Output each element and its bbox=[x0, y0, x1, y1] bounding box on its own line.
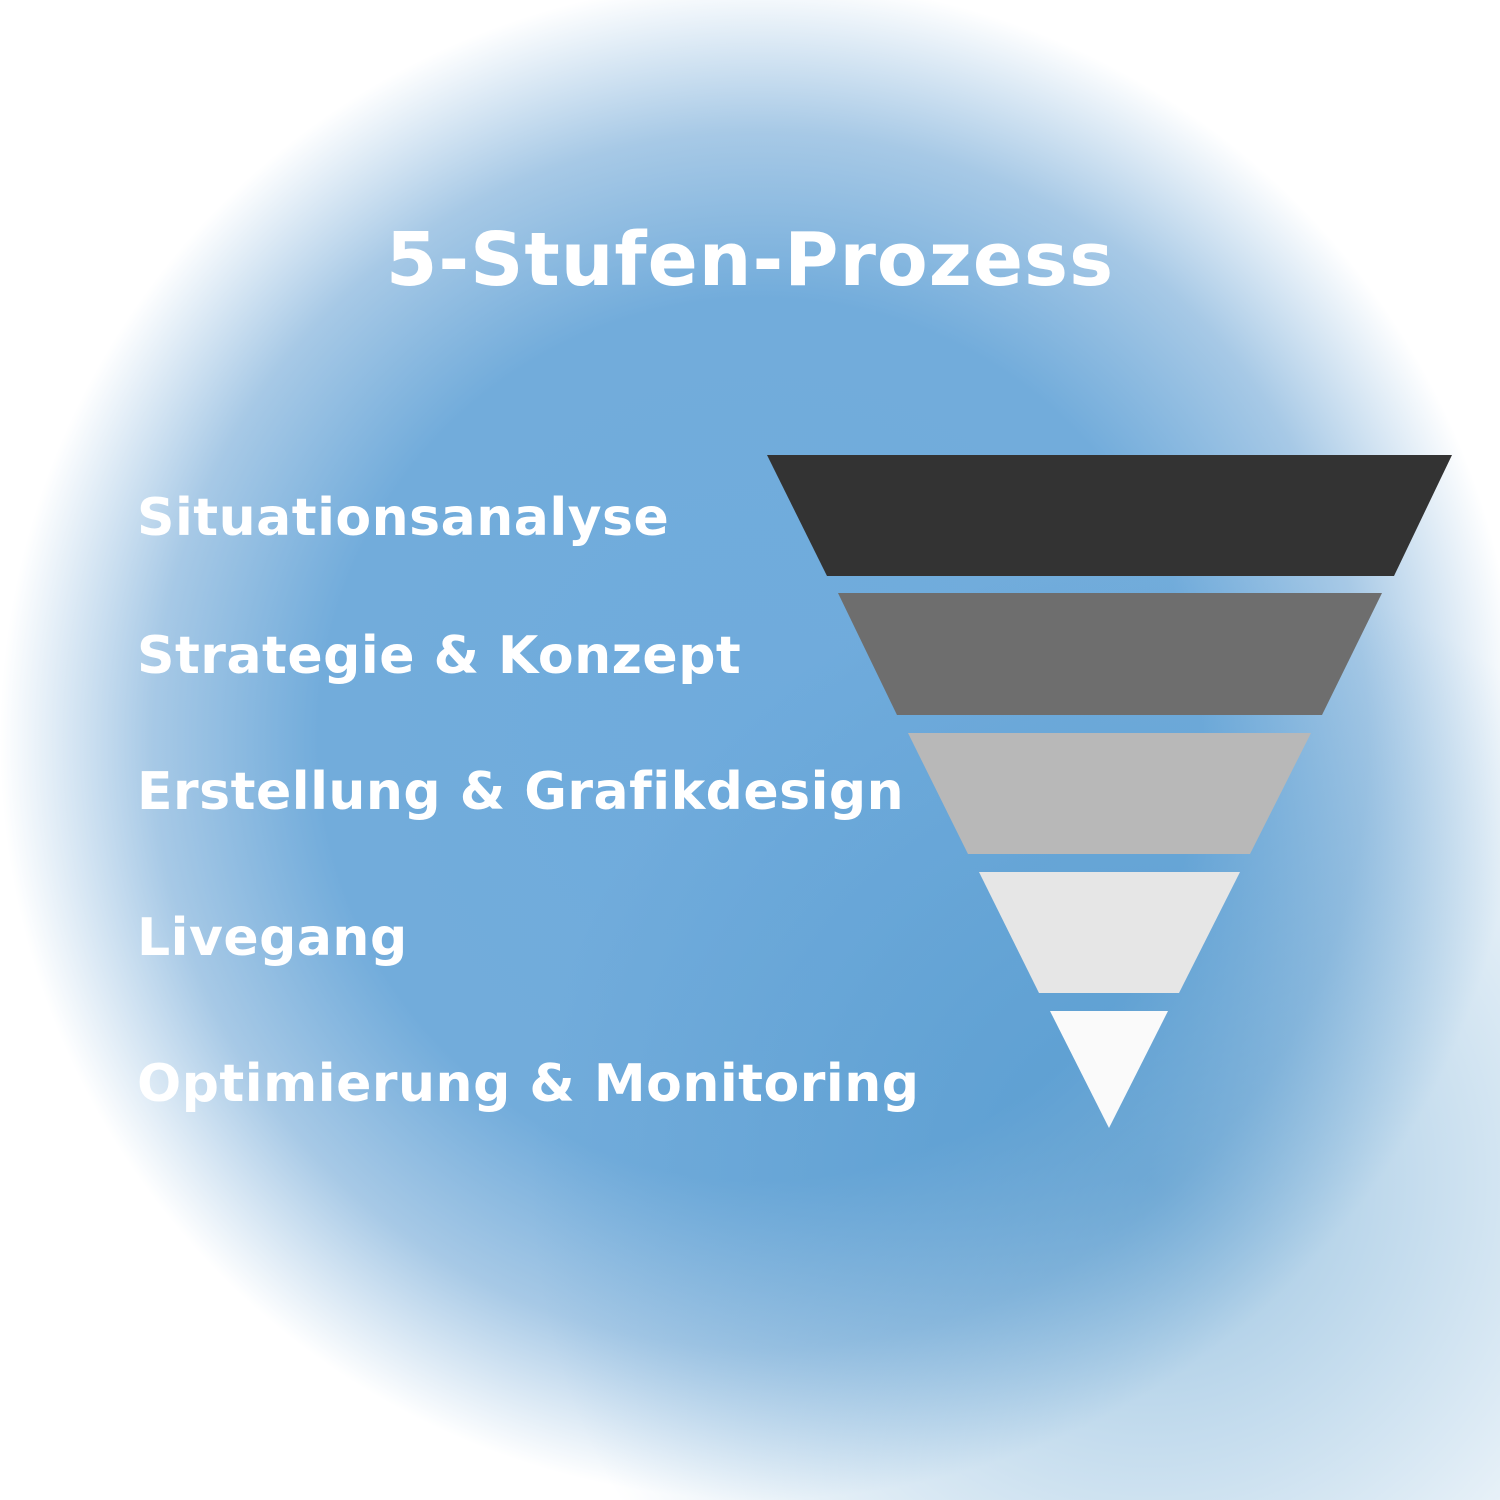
stage-labels: Situationsanalyse Strategie & Konzept Er… bbox=[137, 0, 957, 1500]
funnel-stage-2 bbox=[838, 593, 1382, 715]
stage-label-2: Strategie & Konzept bbox=[137, 626, 742, 686]
funnel-stage-3 bbox=[908, 733, 1311, 854]
stage-label-3: Erstellung & Grafikdesign bbox=[137, 762, 905, 822]
stage-label-5: Optimierung & Monitoring bbox=[137, 1054, 920, 1114]
stage-label-4: Livegang bbox=[137, 908, 408, 968]
diagram-title: 5-Stufen-Prozess bbox=[385, 217, 1115, 303]
funnel-stage-5 bbox=[1050, 1011, 1168, 1128]
funnel-stage-1 bbox=[767, 455, 1452, 576]
funnel-stage-4 bbox=[979, 872, 1240, 993]
stage-label-1: Situationsanalyse bbox=[137, 488, 670, 548]
